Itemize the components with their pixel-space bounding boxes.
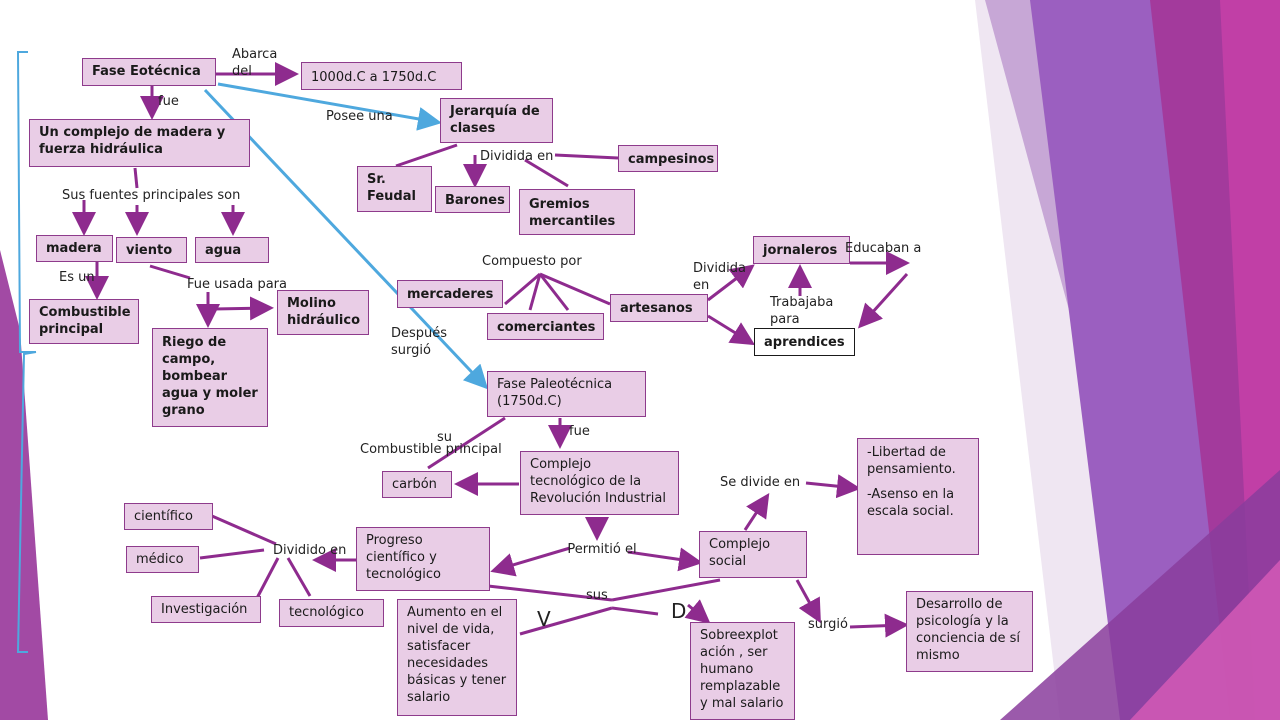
sus-label: sus (586, 588, 608, 603)
madera-box: madera (36, 235, 113, 262)
v-label: V (537, 607, 551, 631)
aumento-nivel-vida-box: Aumento en el nivel de vida, satisfacer … (397, 599, 517, 716)
compuesto-por-label: Compuesto por (482, 254, 582, 269)
viento-box: viento (116, 237, 187, 263)
combustible-principal-box: Combustible principal (29, 299, 139, 344)
medico-box: médico (126, 546, 199, 573)
complejo-social-box: Complejo social (699, 531, 807, 578)
desarrollo-psicologia-box: Desarrollo de psicología y la conciencia… (906, 591, 1033, 672)
left-bracket-top (16, 51, 36, 353)
tecnologico-box: tecnológico (279, 599, 384, 627)
molino-hidraulico-box: Molino hidráulico (277, 290, 369, 335)
surgio-label: surgió (808, 617, 848, 632)
complejo-revolucion-box: Complejo tecnológico de la Revolución In… (520, 451, 679, 515)
d-label: D (671, 599, 687, 623)
sr-feudal-box: Sr. Feudal (357, 166, 432, 212)
left-decor-strip (0, 250, 48, 720)
complejo-madera-box: Un complejo de madera y fuerza hidráulic… (29, 119, 250, 167)
fue-usada-para-label: Fue usada para (187, 277, 287, 292)
right-decor-pink (1130, 560, 1280, 720)
posee-una-label: Posee una (326, 109, 393, 124)
jornaleros-box: jornaleros (753, 236, 850, 264)
mercaderes-box: mercaderes (397, 280, 503, 308)
gremios-mercantiles-box: Gremios mercantiles (519, 189, 635, 235)
asenso-escala-text: -Asenso en la escala social. (867, 487, 955, 519)
trabajaba-para-label: Trabajaba para (770, 295, 834, 327)
dividida-en-label-2: Dividida en (693, 261, 747, 293)
riego-campo-box: Riego de campo, bombear agua y moler gra… (152, 328, 268, 427)
es-un-label: Es un (59, 270, 95, 285)
fue-label-2: fue (569, 424, 590, 439)
carbon-box: carbón (382, 471, 452, 498)
libertad-pensamiento-text: -Libertad de pensamiento. (867, 445, 956, 477)
campesinos-box: campesinos (618, 145, 718, 172)
progreso-box: Progreso científico y tecnológico (356, 527, 490, 591)
cientifico-box: científico (124, 503, 213, 530)
comerciantes-box: comerciantes (487, 313, 604, 340)
left-bracket-bottom (16, 351, 37, 653)
fase-eotecnica-box: Fase Eotécnica (82, 58, 216, 86)
jerarquia-clases-box: Jerarquía de clases (440, 98, 553, 143)
barones-box: Barones (435, 186, 510, 213)
fue-label-1: fue (158, 94, 179, 109)
permitio-el-label: Permitió el (567, 542, 637, 557)
despues-surgio-label: Después surgió (391, 326, 448, 358)
su-label: su (437, 430, 453, 445)
dividida-en-label-1: Dividida en (480, 149, 554, 164)
fase-paleotecnica-box: Fase Paleotécnica (1750d.C) (487, 371, 646, 417)
fecha-eotecnica-box: 1000d.C a 1750d.C (301, 62, 462, 90)
sus-fuentes-label: Sus fuentes principales son (62, 188, 241, 203)
se-divide-en-label: Se divide en (720, 475, 801, 490)
sobreexplotacion-box: Sobreexplot ación , ser humano remplazab… (690, 622, 795, 720)
investigacion-box: Investigación (151, 596, 261, 623)
agua-box: agua (195, 237, 269, 263)
abarca-del-label: Abarca del (232, 47, 278, 79)
aprendices-box: aprendices (754, 328, 855, 356)
educaban-a-label: Educaban a (845, 241, 922, 256)
combustible-principal-label: Combustible principal (360, 442, 502, 457)
artesanos-box: artesanos (610, 294, 708, 322)
dividido-en-label: Dividido en (273, 543, 347, 558)
libertad-box: -Libertad de pensamiento. -Asenso en la … (857, 438, 979, 555)
